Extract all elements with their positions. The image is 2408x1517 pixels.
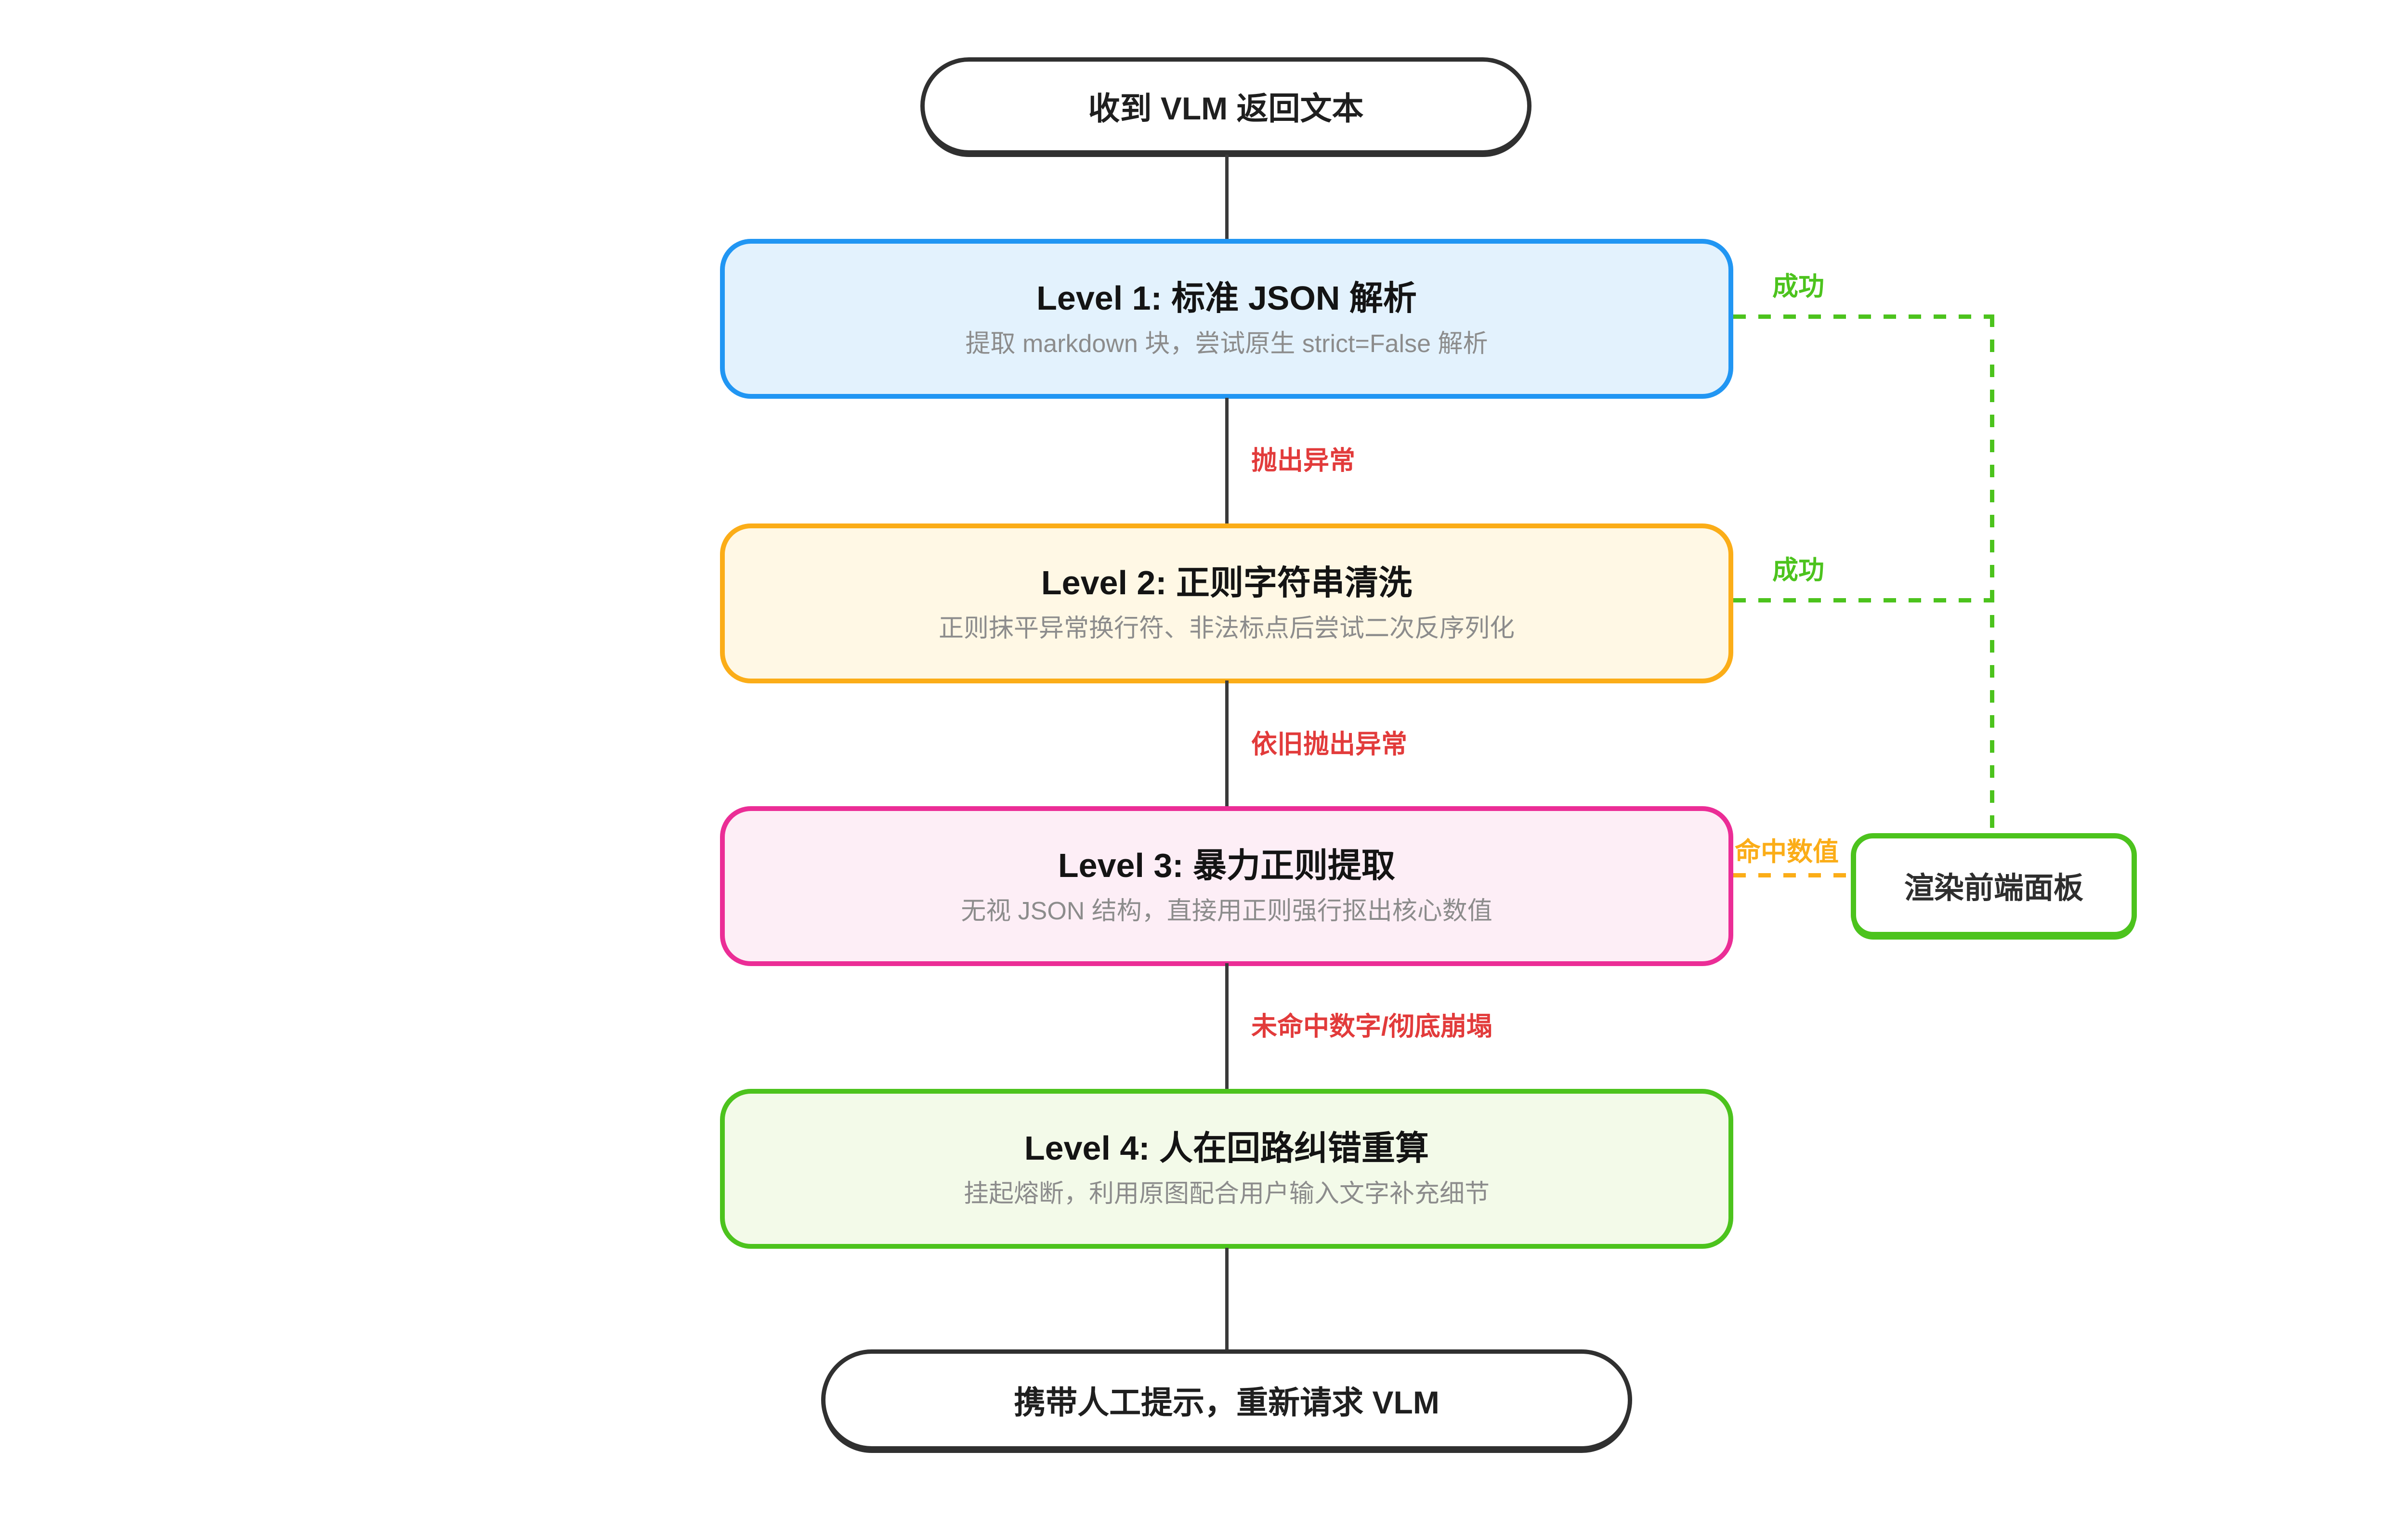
level2-title: Level 2: 正则字符串清洗 [1041,564,1413,602]
edge-label-level3-hit: 命中数值 [1735,837,1839,866]
connector-level1-to-level2 [1225,398,1229,524]
level3-subtitle: 无视 JSON 结构，直接用正则强行抠出核心数值 [961,897,1492,925]
level2-node: Level 2: 正则字符串清洗 正则抹平异常换行符、非法标点后尝试二次反序列化 [720,523,1733,683]
connector-level2-to-level3 [1225,680,1229,807]
edge-label-level3-fail: 未命中数字/彻底崩塌 [1251,1012,1493,1041]
start-node: 收到 VLM 返回文本 [920,57,1531,155]
end-node: 携带人工提示，重新请求 VLM [821,1349,1632,1451]
level4-subtitle: 挂起熔断，利用原图配合用户输入文字补充细节 [963,1180,1490,1208]
edge-label-level1-fail: 抛出异常 [1251,446,1355,475]
connector-level4-to-end [1225,1248,1229,1350]
success-edge-level2-line [1733,598,1994,602]
start-node-label: 收到 VLM 返回文本 [1088,91,1364,126]
edge-label-level2-fail: 依旧抛出异常 [1251,730,1407,759]
render-panel-label: 渲染前端面板 [1904,872,2083,905]
end-node-label: 携带人工提示，重新请求 VLM [1014,1385,1440,1420]
connector-level3-to-level4 [1225,963,1229,1090]
success-edge-vertical-line [1990,314,1994,833]
render-panel-node: 渲染前端面板 [1851,833,2137,937]
hit-edge-level3-line [1733,873,1851,877]
level1-subtitle: 提取 markdown 块，尝试原生 strict=False 解析 [965,330,1488,358]
level3-title: Level 3: 暴力正则提取 [1058,847,1396,884]
success-edge-level1-line [1733,314,1994,319]
level1-title: Level 1: 标准 JSON 解析 [1036,279,1417,317]
level2-subtitle: 正则抹平异常换行符、非法标点后尝试二次反序列化 [938,615,1515,642]
level4-node: Level 4: 人在回路纠错重算 挂起熔断，利用原图配合用户输入文字补充细节 [720,1089,1733,1249]
edge-label-level1-success: 成功 [1772,272,1824,301]
level3-node: Level 3: 暴力正则提取 无视 JSON 结构，直接用正则强行抠出核心数值 [720,806,1733,966]
level4-title: Level 4: 人在回路纠错重算 [1024,1129,1429,1167]
level1-node: Level 1: 标准 JSON 解析 提取 markdown 块，尝试原生 s… [720,239,1733,399]
connector-start-to-level1 [1225,155,1229,240]
edge-label-level2-success: 成功 [1772,556,1824,585]
